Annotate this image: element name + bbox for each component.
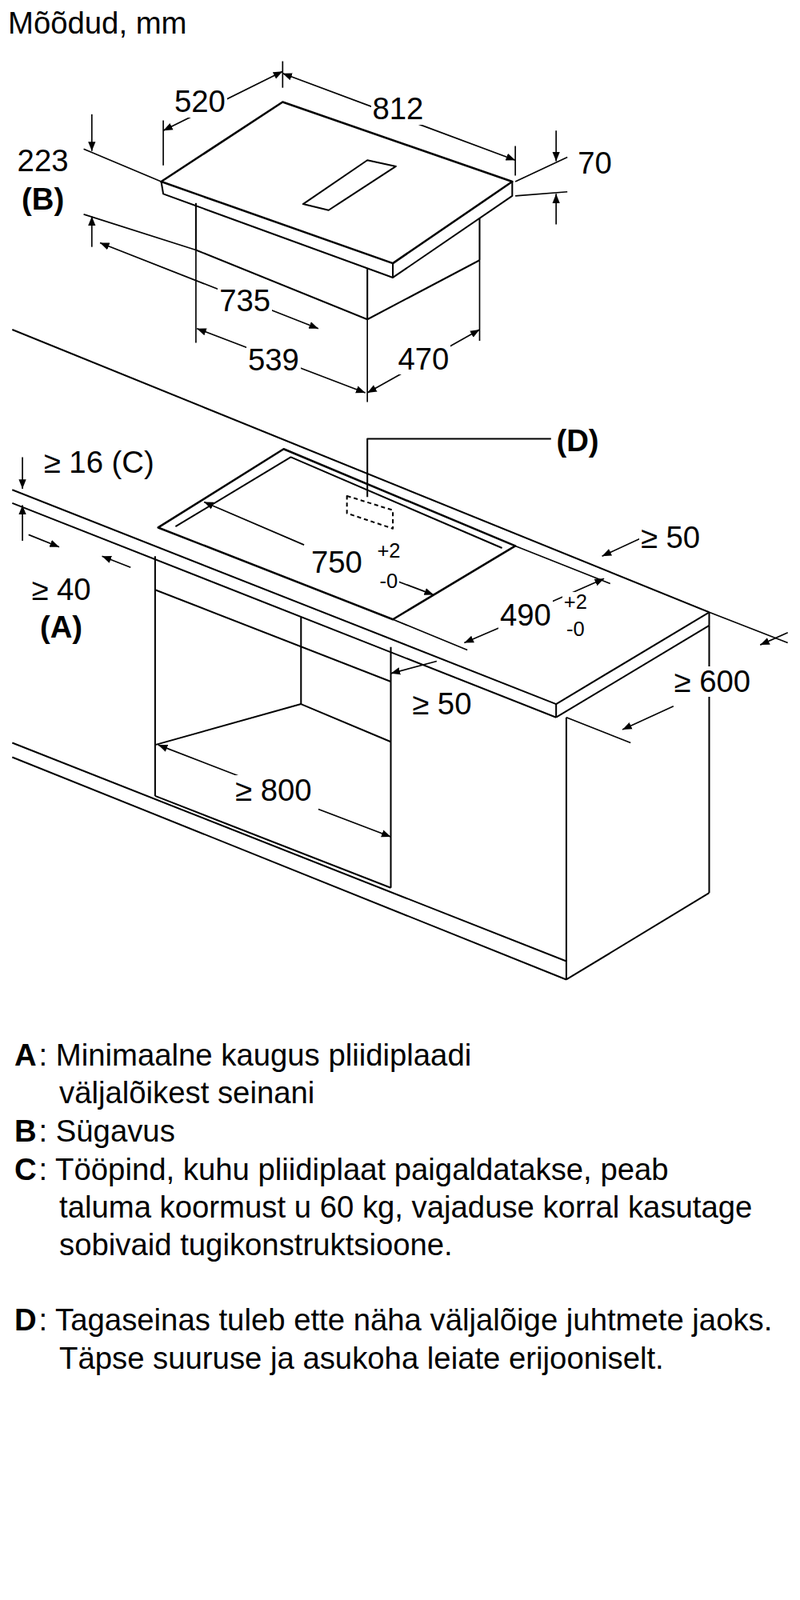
dimension-label: 539: [246, 344, 301, 376]
dimension-label: -0: [378, 571, 400, 592]
dimension-label: 470: [396, 344, 451, 375]
dimension-label: (B): [20, 184, 66, 215]
note-letter: C: [14, 1150, 37, 1188]
dimension-label: 735: [217, 285, 272, 316]
dimension-label: -0: [564, 619, 587, 640]
hob-body: [161, 102, 513, 320]
dimension-label: (A): [38, 612, 84, 643]
dimension-label: ≥ 50: [410, 688, 473, 720]
dimension-label: 70: [576, 148, 614, 179]
dimension-label: 520: [172, 86, 228, 117]
dimension-label: 223: [16, 145, 71, 176]
cutout-dimensions: [22, 456, 788, 836]
note-text: : Minimaalne kaugus pliidiplaadi väljalõ…: [59, 1036, 611, 1112]
dimension-label: (D): [554, 425, 600, 456]
dimension-label: 750: [309, 547, 364, 578]
note-letter: B: [14, 1112, 37, 1150]
dimension-label: ≥ 50: [639, 522, 702, 553]
note-text: : Sügavus: [59, 1112, 672, 1150]
note-text: : Tööpind, kuhu pliidiplaat paigaldataks…: [59, 1150, 764, 1264]
hob-dimensions: [84, 61, 568, 403]
note-text: : Tagaseinas tuleb ette näha väljalõige …: [59, 1300, 779, 1376]
dimension-label: 490: [498, 600, 553, 631]
dimension-label: ≥ 16 (C): [42, 447, 156, 478]
dimension-label: ≥ 40: [29, 574, 92, 605]
dimension-label: ≥ 800: [233, 775, 314, 806]
dimension-label: 812: [371, 93, 426, 124]
countertop: [12, 329, 709, 718]
note-letter: A: [14, 1036, 37, 1074]
note-letter: D: [14, 1300, 37, 1339]
dimension-label: +2: [562, 592, 589, 613]
dimension-label: ≥ 600: [672, 666, 753, 697]
dimension-label: +2: [375, 540, 402, 562]
drawing-title: Mõõdud, mm: [8, 8, 187, 39]
